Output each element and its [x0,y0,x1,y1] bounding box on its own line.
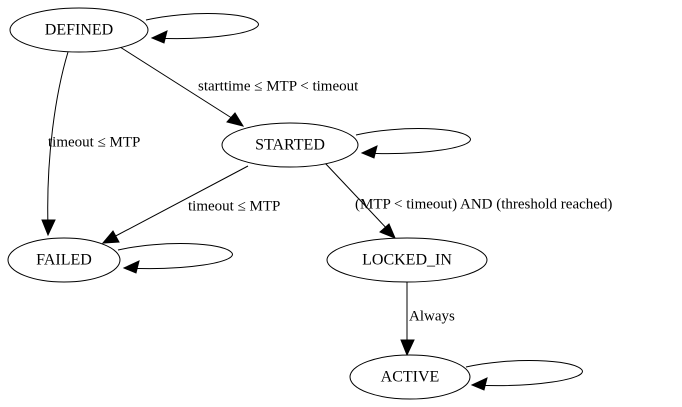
edge-started-to-locked-in[interactable]: (MTP < timeout) AND (threshold reached) [324,162,612,239]
node-defined-label: DEFINED [45,22,113,39]
edge-defined-to-started[interactable]: starttime ≤ MTP < timeout [119,46,359,127]
node-started-label: STARTED [255,137,325,154]
node-locked-in-label: LOCKED_IN [362,252,452,269]
node-active[interactable]: ACTIVE [349,354,471,400]
edge-started-self-path [355,128,471,155]
edge-active-to-active[interactable] [465,360,583,391]
edge-label-timeout-mtp-started: timeout ≤ MTP [188,198,280,214]
edge-started-self-arrowhead [360,145,378,159]
edge-defined-failed-path [47,51,69,228]
edge-failed-to-failed[interactable] [117,243,233,274]
node-active-ellipse [349,354,471,400]
edge-label-timeout-mtp-defined: timeout ≤ MTP [48,134,140,150]
node-locked-in[interactable]: LOCKED_IN [326,237,488,283]
edge-defined-self-arrowhead [150,30,168,44]
node-locked-in-ellipse [326,237,488,283]
edge-failed-self-arrowhead [122,260,140,274]
edge-started-to-failed[interactable]: timeout ≤ MTP [101,165,280,244]
edge-defined-failed-arrowhead [41,219,56,237]
edge-label-mtp-timeout-threshold: (MTP < timeout) AND (threshold reached) [355,196,612,212]
edge-started-failed-arrowhead [101,230,120,244]
node-defined-ellipse [9,7,149,53]
edge-active-self-path [465,360,583,387]
edge-started-to-started[interactable] [355,128,471,159]
node-active-label: ACTIVE [381,369,440,386]
edge-started-failed-path [109,165,249,240]
edge-defined-self-path [145,13,259,40]
edge-started-lockedin-arrowhead [379,223,396,239]
edge-defined-started-path [119,46,239,123]
edge-label-starttime-mtp-timeout: starttime ≤ MTP < timeout [198,78,359,94]
node-defined[interactable]: DEFINED [9,7,149,53]
edge-locked-in-to-active[interactable]: Always [400,282,455,357]
edge-active-self-arrowhead [470,377,488,391]
node-started-ellipse [221,122,359,168]
node-started[interactable]: STARTED [221,122,359,168]
node-failed-label: FAILED [36,252,92,269]
edge-lockedin-active-arrowhead [400,339,415,357]
edge-started-lockedin-path [324,162,391,233]
node-failed-ellipse [7,237,121,283]
edge-label-always: Always [409,308,455,324]
edge-failed-self-path [117,243,233,270]
edge-defined-started-arrowhead [226,112,245,127]
edge-defined-to-failed[interactable]: timeout ≤ MTP [41,51,140,237]
node-failed[interactable]: FAILED [7,237,121,283]
edge-defined-to-defined[interactable] [145,13,259,44]
